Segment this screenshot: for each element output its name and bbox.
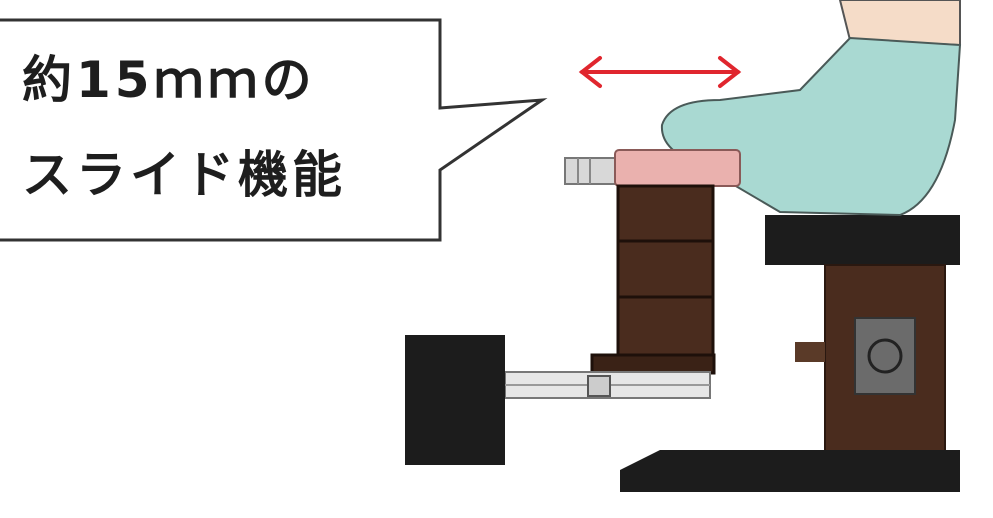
height-block-stack <box>590 184 716 375</box>
slide-pad <box>564 149 741 187</box>
right-support <box>620 215 960 492</box>
speech-bubble <box>0 18 548 242</box>
slide-rail <box>405 335 711 465</box>
callout-line-2: スライド機能 <box>22 146 346 204</box>
double-arrow-icon <box>578 56 742 88</box>
callout-line-1: 約15ｍｍの <box>22 51 316 109</box>
